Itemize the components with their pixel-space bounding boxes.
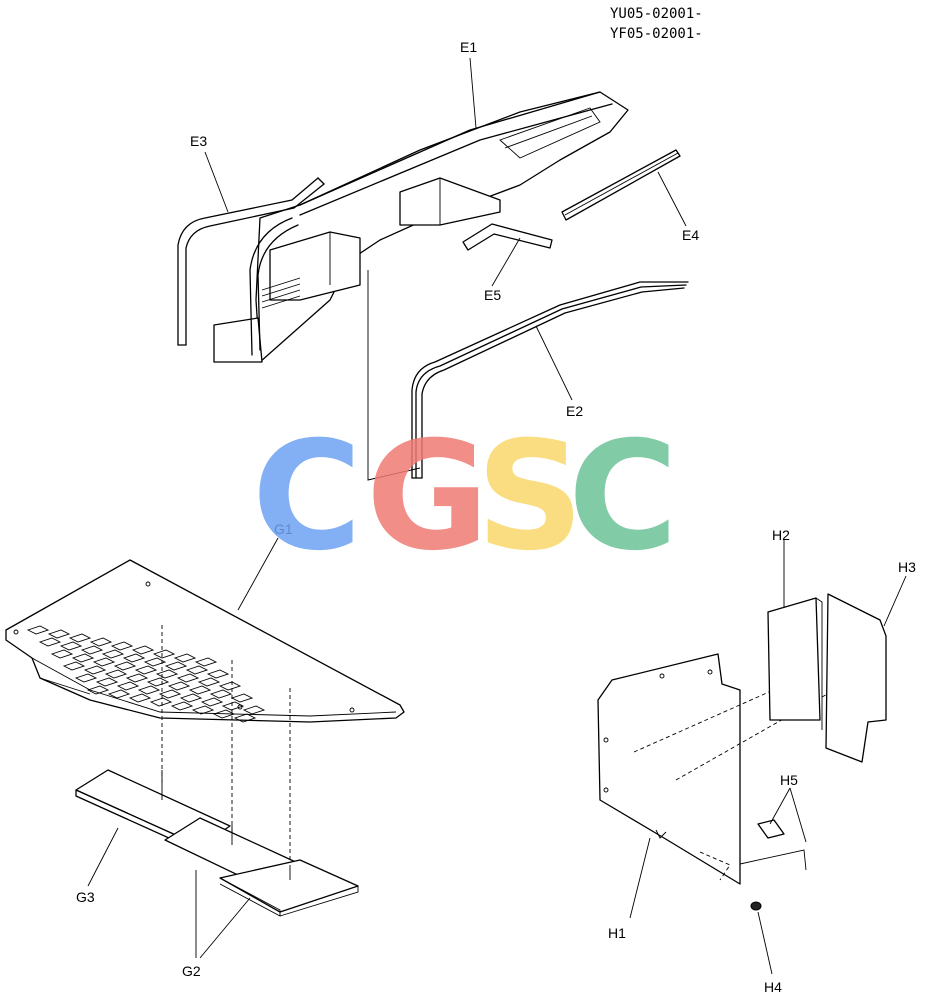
part-e3-seal: [177, 177, 325, 346]
vent-slot: [86, 685, 110, 695]
vent-slot: [221, 701, 245, 711]
vent-slot: [152, 649, 176, 659]
vent-slot: [95, 677, 119, 687]
label-h5: H5: [780, 772, 798, 788]
vent-slot: [101, 649, 125, 659]
part-e1-cover: [213, 91, 629, 481]
vent-slot: [134, 665, 158, 675]
label-e2: E2: [566, 403, 583, 419]
vent-slot: [167, 681, 191, 691]
vent-slot: [200, 697, 224, 707]
vent-slot: [80, 645, 104, 655]
vent-slot: [104, 669, 128, 679]
vent-slot: [194, 657, 218, 667]
watermark-letter-3: S: [476, 410, 584, 584]
vent-slot: [191, 705, 215, 715]
label-g2: G2: [182, 963, 201, 979]
vent-slot: [71, 653, 95, 663]
part-code-2: YF05-02001-: [610, 26, 703, 42]
vent-slot: [74, 673, 98, 683]
label-g3: G3: [76, 889, 95, 905]
watermark-letter-4: C: [568, 410, 678, 584]
vent-slot: [131, 645, 155, 655]
label-h1: H1: [608, 925, 626, 941]
label-h2: H2: [772, 527, 790, 543]
label-e4: E4: [682, 227, 699, 243]
vent-slot: [170, 701, 194, 711]
vent-slot: [173, 653, 197, 663]
watermark-letter-1: C: [252, 410, 362, 584]
vent-slot: [50, 649, 74, 659]
vent-slot: [38, 637, 62, 647]
part-h4-fastener: [750, 901, 762, 911]
vent-slot: [26, 625, 50, 635]
vent-slot: [122, 653, 146, 663]
vent-slot: [197, 677, 221, 687]
label-h3: H3: [898, 559, 916, 575]
vent-slot: [242, 705, 266, 715]
part-g2-mats: [164, 817, 359, 917]
vent-slot: [212, 709, 236, 719]
vent-slot: [125, 673, 149, 683]
vent-slot: [206, 669, 230, 679]
part-h3-pad: [825, 593, 887, 763]
part-h2-pad: [767, 597, 823, 730]
vent-slot: [47, 629, 71, 639]
part-code-1: YU05-02001-: [610, 6, 703, 22]
part-e2-seal: [411, 281, 689, 479]
vent-slot: [158, 689, 182, 699]
floor-plate-vents: [26, 625, 266, 723]
vent-slot: [89, 637, 113, 647]
part-h1-panel: [597, 653, 741, 885]
vent-slot: [164, 661, 188, 671]
label-e5: E5: [484, 287, 501, 303]
vent-slot: [83, 665, 107, 675]
cover-grille: [261, 277, 301, 309]
vent-slot: [110, 641, 134, 651]
vent-slot: [188, 685, 212, 695]
label-e1: E1: [460, 39, 477, 55]
vent-slot: [62, 661, 86, 671]
vent-slot: [137, 685, 161, 695]
vent-slot: [113, 661, 137, 671]
vent-slot: [233, 713, 257, 723]
vent-slot: [143, 657, 167, 667]
vent-slot: [230, 693, 254, 703]
vent-slot: [218, 681, 242, 691]
vent-slot: [146, 677, 170, 687]
vent-slot: [92, 657, 116, 667]
vent-slot: [107, 689, 131, 699]
vent-slot: [149, 697, 173, 707]
vent-slot: [128, 693, 152, 703]
vent-slot: [179, 693, 203, 703]
part-h5-clip: [757, 819, 785, 839]
cgsc-watermark: C G S C: [252, 410, 678, 584]
part-g1-floor-plate: [5, 559, 405, 723]
label-h4: H4: [764, 979, 782, 995]
vent-slot: [59, 641, 83, 651]
watermark-letter-2: G: [366, 410, 489, 584]
vent-slot: [116, 681, 140, 691]
label-g1: G1: [274, 521, 293, 537]
part-e5-bracket: [462, 223, 553, 251]
vent-slot: [209, 689, 233, 699]
label-e3: E3: [190, 133, 207, 149]
vent-slot: [176, 673, 200, 683]
part-e4-strip: [561, 149, 681, 221]
vent-slot: [68, 633, 92, 643]
vent-slot: [185, 665, 209, 675]
